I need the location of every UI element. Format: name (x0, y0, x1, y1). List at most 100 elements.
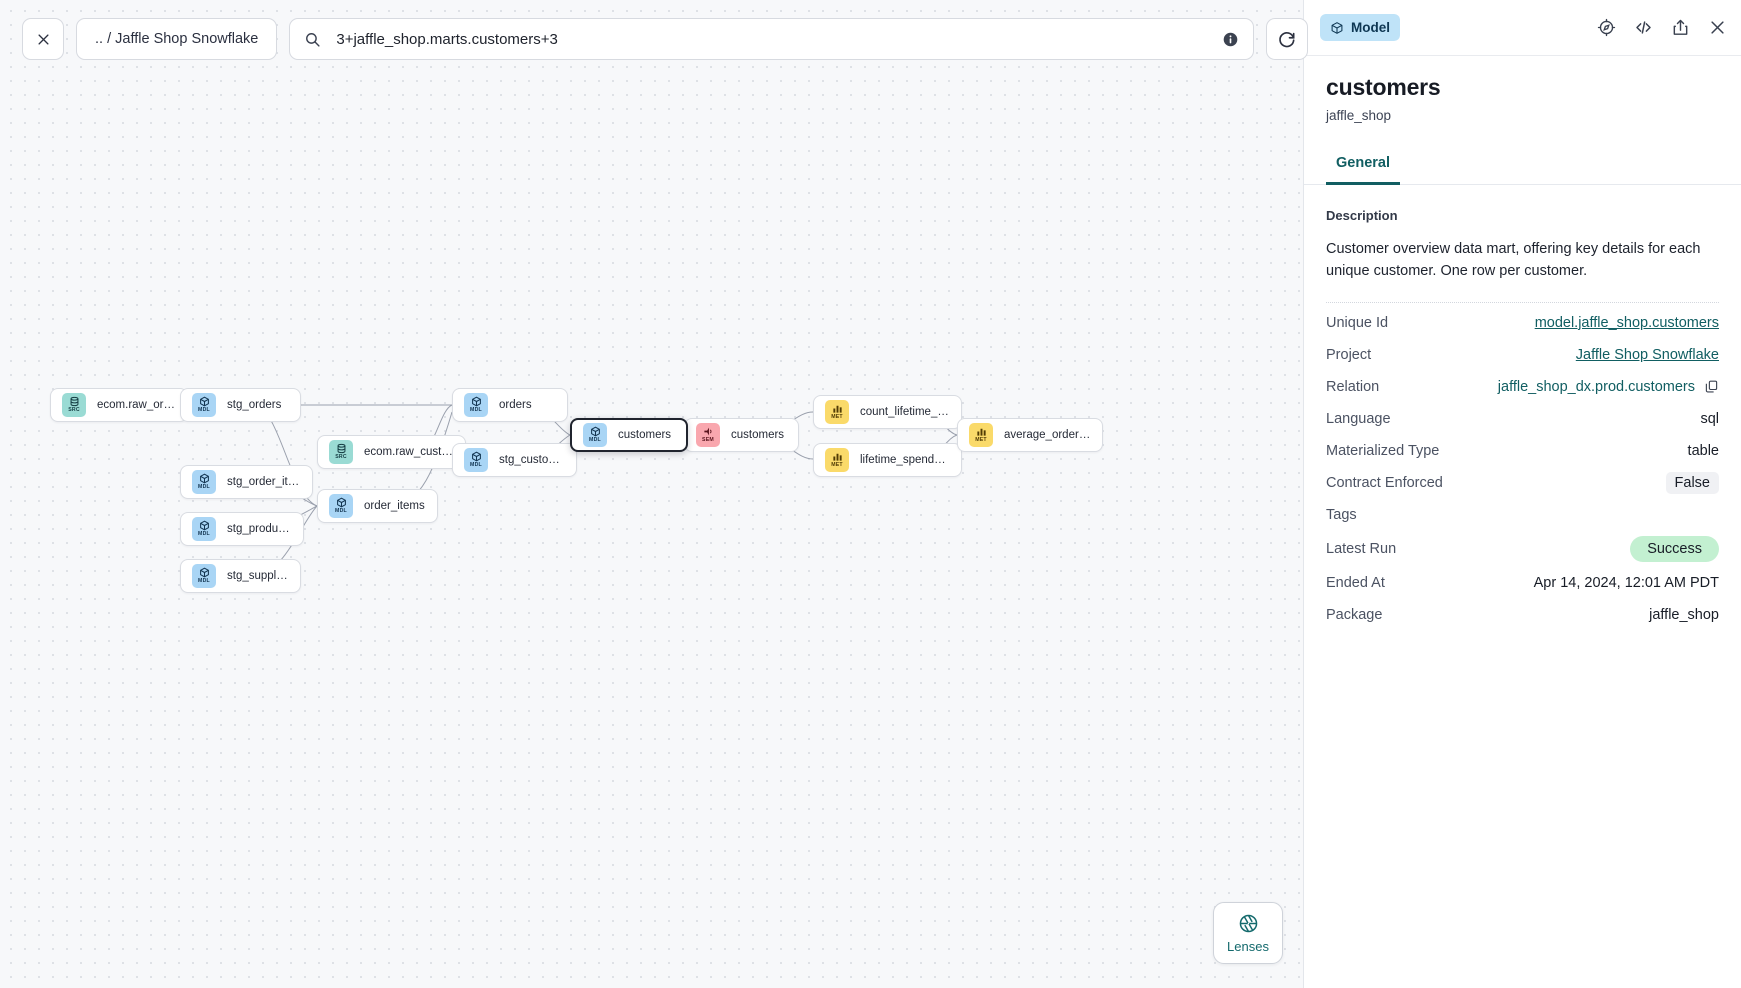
refresh-button[interactable] (1266, 18, 1309, 60)
mdl-badge-icon: MDL (464, 393, 488, 417)
mdl-badge-icon: MDL (329, 494, 353, 518)
search-input[interactable] (334, 19, 1240, 59)
metadata-key: Package (1326, 606, 1383, 623)
lineage-node-label: customers (618, 429, 672, 441)
metadata-key: Contract Enforced (1326, 474, 1443, 491)
search-icon (306, 32, 320, 47)
copy-icon[interactable] (1704, 379, 1719, 394)
lineage-canvas[interactable]: SRCecom.raw_ordersMDLstg_ordersMDLstg_or… (0, 0, 1309, 988)
lineage-node-label: ecom.raw_orders (97, 399, 176, 411)
metadata-value: table (1687, 442, 1719, 459)
metadata-key: Materialized Type (1326, 442, 1440, 459)
metadata-value: sql (1700, 410, 1719, 427)
metadata-value-wrap: sql (1700, 411, 1719, 427)
lineage-node-orders[interactable]: MDL orders (452, 388, 568, 422)
lineage-node-label: customers (731, 429, 785, 441)
metadata-value-wrap: False (1665, 471, 1719, 494)
close-lineage-button[interactable] (22, 18, 64, 60)
breadcrumb[interactable]: .. / Jaffle Shop Snowflake (76, 18, 278, 60)
src-badge-icon: SRC (329, 440, 353, 464)
close-icon (1711, 21, 1724, 34)
info-icon[interactable] (1222, 31, 1239, 48)
metadata-value: jaffle_shop (1649, 606, 1719, 623)
close-icon (37, 33, 49, 45)
node-type-label: Model (1351, 20, 1390, 35)
sem-badge-icon: SEM (696, 423, 720, 447)
lineage-node-stg_supplies[interactable]: MDL stg_supplies (180, 559, 301, 593)
lineage-node-stg_customers[interactable]: MDL stg_customers (452, 443, 577, 477)
details-panel: Model (1303, 0, 1741, 988)
metadata-row: Language sql (1326, 403, 1719, 435)
description-label: Description (1326, 208, 1398, 223)
metadata-value-wrap: Success (1630, 535, 1719, 562)
met-badge-icon: MET (825, 448, 849, 472)
share-icon (1673, 19, 1688, 35)
mdl-badge-icon: MDL (192, 564, 216, 588)
metadata-value-wrap: table (1688, 443, 1719, 459)
metadata-value-wrap: jaffle_shop (1649, 607, 1719, 623)
panel-header: Model (1304, 0, 1741, 56)
lineage-node-label: stg_customers (499, 454, 565, 466)
mdl-badge-icon: MDL (583, 423, 607, 447)
metadata-row: Contract Enforced False (1326, 467, 1719, 499)
mdl-badge-icon: MDL (464, 448, 488, 472)
metadata-value[interactable]: jaffle_shop_dx.prod.customers (1497, 378, 1695, 395)
metadata-row: Unique Id model.jaffle_shop.customers (1326, 307, 1719, 339)
metadata-key: Language (1326, 410, 1391, 427)
page-title: customers (1326, 74, 1441, 100)
metadata-row: Tags (1326, 499, 1719, 531)
lenses-label: Lenses (1227, 938, 1269, 954)
tab-general[interactable]: General (1326, 146, 1400, 185)
lineage-node-lifetime_spend_pretax[interactable]: MET lifetime_spend_pretax (813, 443, 962, 477)
metadata-key: Unique Id (1326, 314, 1389, 331)
lineage-node-label: orders (499, 399, 532, 411)
metadata-value: False (1665, 471, 1719, 494)
metadata-key: Relation (1326, 378, 1380, 395)
code-button[interactable] (1634, 18, 1653, 37)
explore-button[interactable] (1597, 18, 1616, 37)
share-button[interactable] (1671, 18, 1690, 37)
metadata-value-wrap: Jaffle Shop Snowflake (1576, 347, 1719, 363)
lineage-node-customers_semantic[interactable]: SEM customers (684, 418, 799, 452)
metadata-row: Materialized Type table (1326, 435, 1719, 467)
metadata-value-wrap: model.jaffle_shop.customers (1535, 315, 1719, 331)
lineage-node-stg_orders[interactable]: MDL stg_orders (180, 388, 301, 422)
lineage-node-label: lifetime_spend_pretax (860, 454, 950, 466)
met-badge-icon: MET (969, 423, 993, 447)
lineage-node-customers_model[interactable]: MDL customers (570, 418, 688, 452)
lineage-node-label: count_lifetime_orders (860, 406, 950, 418)
lenses-button[interactable]: Lenses (1213, 902, 1283, 964)
search-bar[interactable] (289, 18, 1255, 60)
metadata-value-wrap: Apr 14, 2024, 12:01 AM PDT (1534, 575, 1719, 591)
lineage-node-label: stg_orders (227, 399, 282, 411)
metadata-row: Package jaffle_shop (1326, 599, 1719, 631)
page-subtitle: jaffle_shop (1326, 108, 1392, 123)
lineage-node-label: ecom.raw_customers (364, 446, 454, 458)
close-panel-button[interactable] (1708, 18, 1727, 37)
mdl-badge-icon: MDL (192, 393, 216, 417)
node-type-chip[interactable]: Model (1320, 14, 1400, 41)
metadata-value: Success (1630, 535, 1719, 562)
metadata-value[interactable]: model.jaffle_shop.customers (1534, 314, 1719, 331)
metadata-row: Relation jaffle_shop_dx.prod.customers (1326, 371, 1719, 403)
lineage-node-label: stg_products (227, 523, 292, 535)
metadata-value[interactable]: Jaffle Shop Snowflake (1575, 346, 1719, 363)
lineage-node-ecom_raw_customers[interactable]: SRC ecom.raw_customers (317, 435, 466, 469)
canvas-toolbar: .. / Jaffle Shop Snowflake (22, 18, 1309, 60)
lineage-node-order_items[interactable]: MDL order_items (317, 489, 438, 523)
lineage-graph: SRCecom.raw_ordersMDLstg_ordersMDLstg_or… (50, 388, 1103, 593)
refresh-icon (1279, 32, 1295, 48)
panel-tabs: General (1304, 146, 1741, 185)
lineage-node-label: order_items (364, 500, 425, 512)
lineage-node-label: stg_supplies (227, 570, 289, 582)
panel-title-block: customers jaffle_shop (1304, 56, 1741, 123)
